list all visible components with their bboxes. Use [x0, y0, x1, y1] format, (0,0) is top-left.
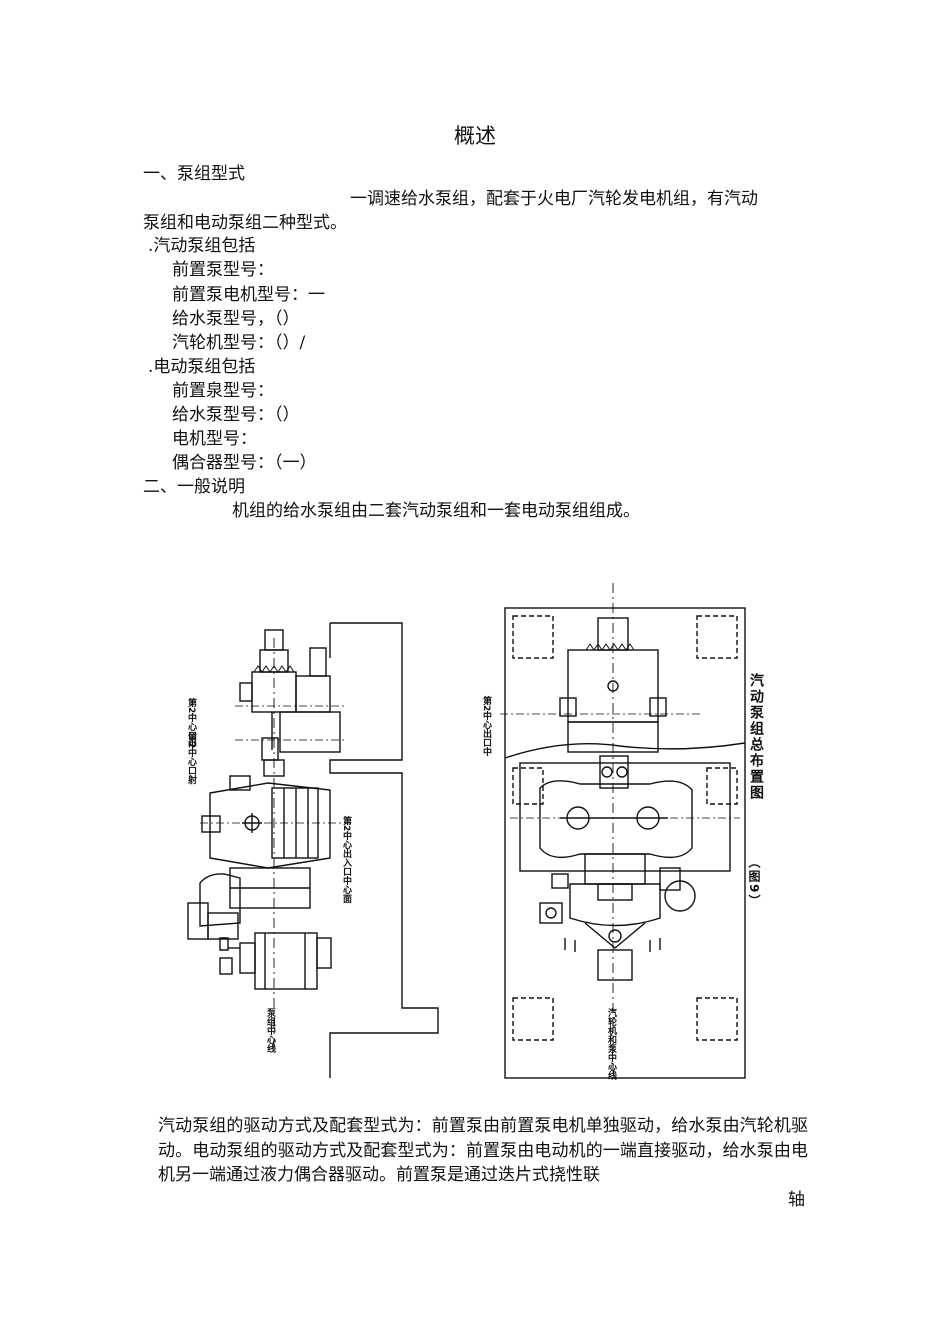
drawing-label: 第2中心出入口中心面 [341, 816, 351, 904]
drawing-label: 第2中心口射 [186, 733, 196, 785]
intro-line-1: 一调速给水泵组，配套于火电厂汽轮发电机组，有汽动 [350, 189, 758, 209]
motor-item: 前置泉型号： [172, 381, 274, 401]
motor-set-heading: .电动泵组包括 [148, 357, 256, 377]
steam-item: 前置泵电机型号：一 [172, 285, 325, 305]
drawing-label: 第2中心出口中 [481, 696, 491, 757]
pump-layout-drawing: 第2中心口中 第2中心口射 第2中心出入口中心面 泵组中心线 第2中心出口中 汽… [180, 578, 780, 1088]
motor-item: 给水泵型号：（） [172, 405, 300, 425]
drawing-label: 泵组中心线 [265, 1008, 275, 1053]
figure-caption: 汽动泵组总布置图 [748, 673, 764, 801]
section-2-line: 机组的给水泵组由二套汽动泵组和一套电动泵组组成。 [232, 501, 640, 521]
figure-number: （图9） [747, 856, 761, 909]
section-1-heading: 一、泵组型式 [143, 164, 245, 184]
steam-item: 给水泵型号，（） [172, 309, 300, 329]
drawing-svg [187, 583, 746, 1083]
motor-item: 偶合器型号：（一） [172, 453, 317, 473]
page-title: 概述 [454, 124, 496, 148]
motor-item: 电机型号： [172, 429, 257, 449]
drawing-label: 第2中心口中 [186, 698, 196, 750]
body-paragraph: 汽动泵组的驱动方式及配套型式为：前置泵由前置泵电机单独驱动，给水泵由汽轮机驱动。… [158, 1116, 808, 1185]
section-2-heading: 二、一般说明 [143, 477, 245, 497]
steam-set-heading: .汽动泵组包括 [148, 236, 256, 256]
body-last-line: 轴 [788, 1190, 805, 1210]
intro-line-2: 泵组和电动泵组二种型式。 [143, 213, 347, 233]
drawing-label: 汽轮机和泵中心线 [606, 1008, 616, 1080]
steam-item: 前置泵型号： [172, 260, 274, 280]
steam-item: 汽轮机型号：（）/ [172, 333, 306, 353]
